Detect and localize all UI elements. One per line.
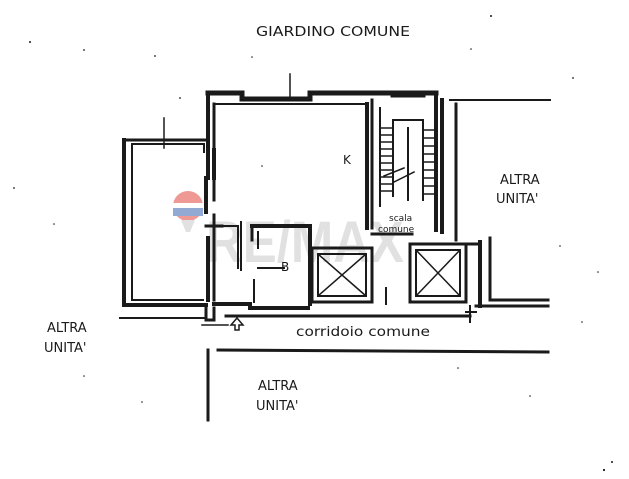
other-unit-left-line2: UNITA' — [44, 341, 86, 356]
stairwell — [370, 91, 438, 236]
garden-label: GIARDINO COMUNE — [256, 25, 410, 40]
other-unit-left-line1: ALTRA — [47, 321, 87, 336]
scan-speckles — [13, 15, 613, 472]
corridor-walls — [119, 314, 550, 422]
elevator-left — [310, 246, 374, 304]
right-unit-walls — [440, 98, 551, 323]
other-unit-right-line1: ALTRA — [500, 173, 540, 188]
balloon-logo-icon — [173, 191, 203, 232]
kitchen-label: K — [343, 153, 352, 167]
elevator-right — [408, 242, 468, 304]
stair-label-line2: comune — [378, 225, 415, 235]
entrance-arrow-icon — [229, 316, 245, 331]
apartment-walls — [122, 73, 439, 326]
other-unit-bottom-line1: ALTRA — [258, 379, 298, 394]
bathroom-label: B — [281, 260, 289, 274]
other-unit-bottom-line2: UNITA' — [256, 399, 298, 414]
corridor-label: corridoio comune — [296, 325, 430, 340]
stair-label-line1: scala — [389, 214, 412, 224]
other-unit-right-line2: UNITA' — [496, 192, 538, 207]
plan-labels: GIARDINO COMUNE K B scala comune corrido… — [44, 25, 540, 414]
watermark-text: RE/MAX — [206, 210, 404, 275]
